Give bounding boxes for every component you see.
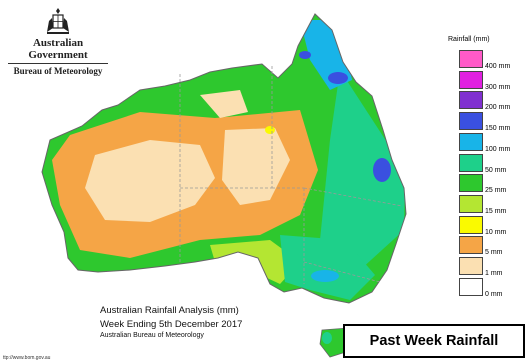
header-divider [8, 63, 108, 64]
legend-label: 10 mm [485, 228, 507, 236]
border-nsw-vic [303, 261, 381, 283]
map-region-dry-zone-centre [222, 128, 290, 205]
coat-of-arms-icon [47, 8, 69, 34]
legend-label: 50 mm [485, 166, 507, 174]
legend-swatch [459, 132, 483, 151]
caption-period: Week Ending 5th December 2017 [100, 319, 243, 330]
legend-label: 200 mm [485, 104, 511, 112]
map-caption: Australian Rainfall Analysis (mm) Week E… [100, 305, 250, 339]
legend-title: Rainfall (mm) [448, 36, 490, 43]
map-region-dry-zone-north [200, 90, 248, 118]
legend-swatch [459, 194, 483, 213]
map-tasmania-wet [322, 332, 332, 344]
map-storm-cell [265, 126, 275, 134]
map-storm-cell [328, 72, 348, 84]
legend-label: 25 mm [485, 187, 507, 195]
legend-swatch [459, 257, 483, 275]
legend-swatch [459, 112, 483, 131]
legend-label: 0 mm [485, 290, 503, 298]
legend-label: 400 mm [485, 63, 511, 70]
footer-url: ttp://www.bom.gov.au [3, 355, 51, 361]
legend-swatch [459, 277, 483, 296]
legend-swatch [459, 153, 483, 172]
bureau-name: Bureau of Meteorology [13, 66, 103, 76]
past-week-badge: Past Week Rainfall [343, 324, 525, 358]
legend-swatch [459, 91, 483, 110]
legend-label: 150 mm [485, 125, 511, 133]
map-coastline [41, 13, 407, 304]
legend-label: 5 mm [485, 249, 503, 257]
legend-swatch [459, 50, 483, 68]
map-region-east-coast [320, 70, 405, 270]
map-region-dry-zone-west [85, 140, 215, 222]
map-storm-cell [299, 51, 311, 59]
caption-title: Australian Rainfall Analysis (mm) [100, 305, 239, 316]
government-name: Australian Government [28, 37, 88, 61]
legend-label: 15 mm [485, 207, 507, 215]
map-storm-cell [373, 158, 391, 182]
legend-swatch [459, 215, 483, 234]
map-storm-cell [311, 270, 339, 282]
legend-swatch [459, 174, 483, 193]
legend-swatch [459, 70, 483, 89]
agency-header: Australian Government Bureau of Meteorol… [6, 8, 110, 76]
legend-label: 1 mm [485, 270, 503, 277]
border-qld-nsw [303, 187, 403, 207]
legend-label: 100 mm [485, 145, 511, 153]
legend-swatch [459, 236, 483, 255]
state-borders [179, 66, 403, 284]
caption-source: Australian Bureau of Meteorology [100, 332, 204, 339]
legend-label: 300 mm [485, 83, 511, 91]
